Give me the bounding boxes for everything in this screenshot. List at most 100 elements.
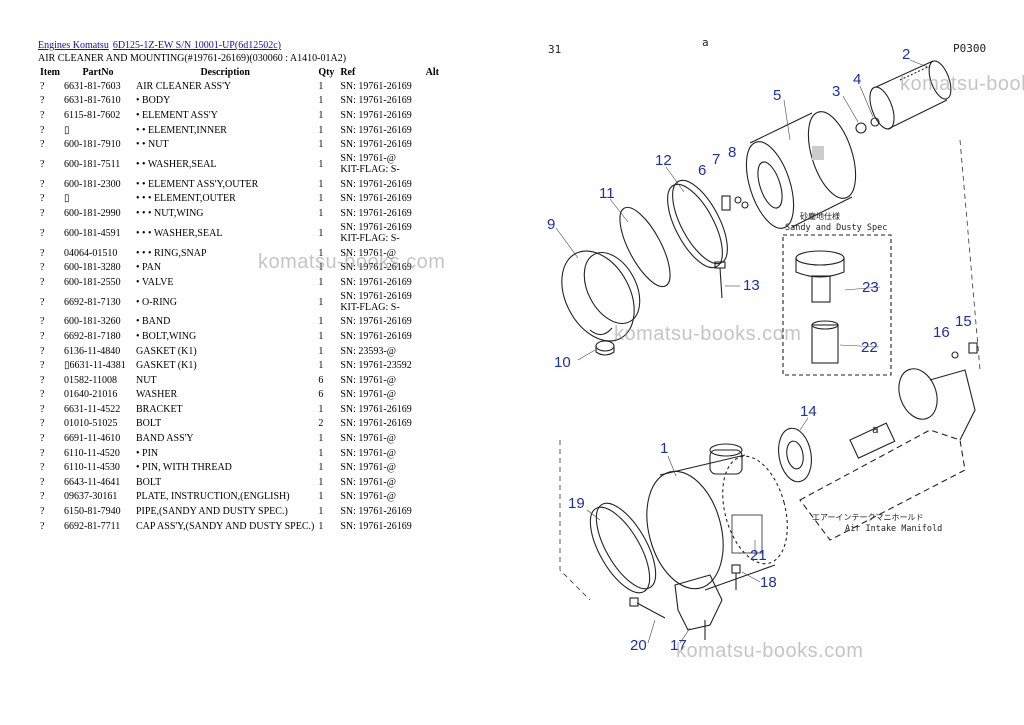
row-item: ? <box>40 476 45 488</box>
row-part-no: 600-181-2300 <box>64 178 121 190</box>
callout-3: 3 <box>832 83 840 100</box>
callout-1: 1 <box>660 440 668 457</box>
row-ref-line: SN: 19761-26169 <box>340 403 412 415</box>
row-description: • BAND <box>136 316 171 328</box>
row-description: • • NUT <box>136 139 169 151</box>
row-ref-line: SN: 19761-26169 <box>340 207 412 219</box>
row-description: • BOLT,WING <box>136 330 197 342</box>
row-ref: SN: 19761-@ <box>338 460 418 475</box>
row-ref: SN: 19761-@ <box>338 490 418 505</box>
row-qty: 1 <box>318 276 324 288</box>
row-description: • • ELEMENT ASS'Y,OUTER <box>136 178 259 190</box>
row-ref: SN: 19761-@ <box>338 475 418 490</box>
table-header-row: Item PartNo Description Qty Ref Alt <box>38 65 446 79</box>
row-alt <box>418 275 446 290</box>
row-description: GASKET (K1) <box>136 360 197 372</box>
manifold-label: Air Intake Manifold <box>845 524 942 534</box>
intake-manifold-drawing <box>799 368 976 541</box>
row-qty: 1 <box>318 95 324 107</box>
row-qty: 1 <box>318 360 324 372</box>
part-5-drawing <box>745 111 857 229</box>
part-15-16-drawing <box>951 342 978 359</box>
row-description: • O-RING <box>136 296 177 308</box>
row-qty: 1 <box>318 433 324 445</box>
row-qty: 1 <box>318 403 324 415</box>
row-qty: 2 <box>318 418 324 430</box>
part-14-drawing <box>778 427 812 483</box>
row-ref-line: SN: 19761-26169 <box>340 193 412 205</box>
row-part-no: 6631-11-4522 <box>64 403 121 415</box>
callout-7: 7 <box>712 151 720 168</box>
callout-12: 12 <box>655 152 672 169</box>
row-description: BAND ASS'Y <box>136 433 194 445</box>
row-ref: SN: 19761-26169 <box>338 123 418 138</box>
row-qty: 1 <box>318 247 324 259</box>
row-ref: SN: 19761-26169 <box>338 177 418 192</box>
row-description: • • • ELEMENT,OUTER <box>136 193 236 205</box>
row-description: • PIN, WITH THREAD <box>136 462 232 474</box>
row-ref-line: SN: 19761-@ <box>340 389 396 401</box>
row-part-no: 6150-81-7940 <box>64 506 121 518</box>
corner-mark: 31 <box>548 43 561 56</box>
part-23-drawing <box>795 250 845 303</box>
row-alt <box>418 388 446 403</box>
row-part-no: 6110-11-4530 <box>64 462 120 474</box>
row-qty: 1 <box>318 158 324 170</box>
row-ref: SN: 19761-@ <box>338 431 418 446</box>
breadcrumb-link-engines[interactable]: Engines Komatsu <box>38 40 109 51</box>
row-ref-line: SN: 19761-23592 <box>340 360 412 372</box>
row-ref: SN: 19761-@KIT-FLAG: S- <box>338 152 418 177</box>
row-alt <box>418 329 446 344</box>
row-description: • PIN <box>136 447 159 459</box>
row-ref: SN: 19761-26169 <box>338 206 418 221</box>
row-item: ? <box>40 178 45 190</box>
callout-20: 20 <box>630 637 647 654</box>
part-11-drawing <box>619 206 671 288</box>
row-part-no: 6136-11-4840 <box>64 345 121 357</box>
row-ref: SN: 19761-26169 <box>338 402 418 417</box>
row-ref: SN: 19761-26169 <box>338 315 418 330</box>
row-qty: 1 <box>318 476 324 488</box>
row-item: ? <box>40 491 45 503</box>
row-part-no: 600-181-3260 <box>64 316 121 328</box>
row-item: ? <box>40 207 45 219</box>
watermark: komatsu-books.com <box>614 323 802 345</box>
part-4-drawing <box>870 117 880 127</box>
part-20-drawing <box>629 597 666 619</box>
row-ref: SN: 23593-@ <box>338 344 418 359</box>
callout-18: 18 <box>760 574 777 591</box>
row-ref: SN: 19761-@ <box>338 388 418 403</box>
row-ref-line: SN: 19761-26169 <box>340 506 412 518</box>
row-ref-line: SN: 19761-@ <box>340 374 396 386</box>
header-item: Item <box>40 66 60 78</box>
row-description: • • ELEMENT,INNER <box>136 124 227 136</box>
row-description: • • • RING,SNAP <box>136 247 207 259</box>
row-ref: SN: 19761-26169 <box>338 504 418 519</box>
row-item: ? <box>40 433 45 445</box>
row-alt <box>418 460 446 475</box>
row-item: ? <box>40 520 45 532</box>
row-ref: SN: 19761-26169 <box>338 329 418 344</box>
row-description: BOLT <box>136 418 162 430</box>
row-ref-line: SN: 19761-26169 <box>340 80 412 92</box>
row-qty: 1 <box>318 296 324 308</box>
breadcrumb-link-model[interactable]: 6D125-1Z-EW S/N 10001-UP(6d12502c) <box>112 40 281 51</box>
row-ref: SN: 19761-26169 <box>338 79 418 94</box>
row-ref-line: SN: 19761-26169 <box>340 520 412 532</box>
row-qty: 1 <box>318 520 324 532</box>
row-item: ? <box>40 124 45 136</box>
row-description: PLATE, INSTRUCTION,(ENGLISH) <box>136 491 290 503</box>
row-description: • PAN <box>136 262 162 274</box>
row-item: ? <box>40 227 45 239</box>
row-part-no: 6110-11-4520 <box>64 447 120 459</box>
